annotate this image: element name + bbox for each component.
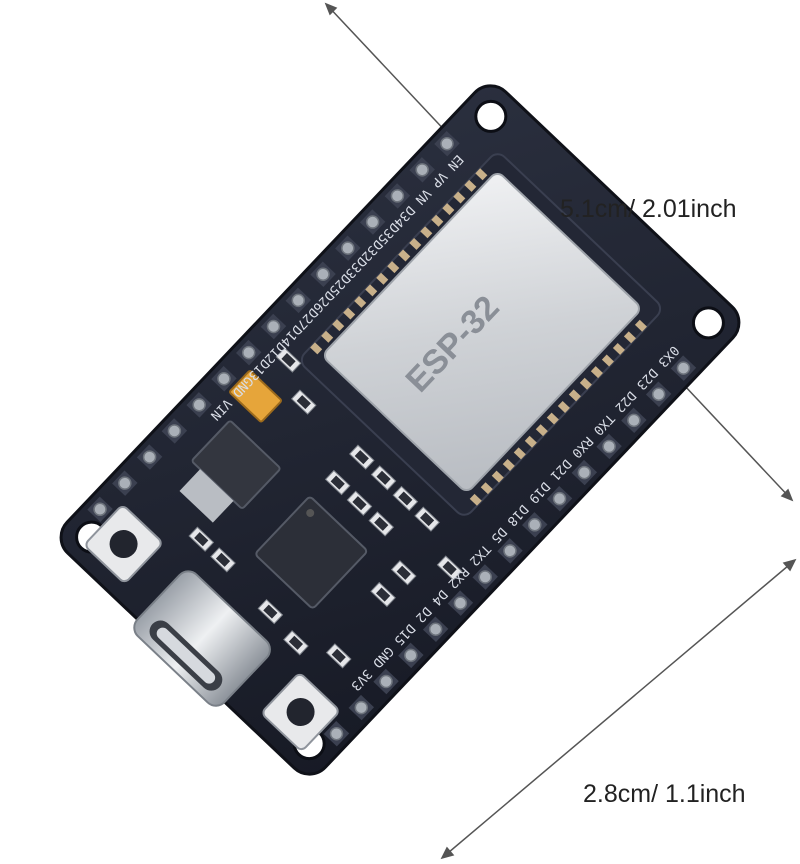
header-pin (645, 381, 672, 407)
header-pin (409, 157, 435, 183)
smd-component (368, 511, 395, 537)
width-dimension-line (440, 558, 797, 860)
smd-component (436, 555, 463, 581)
header-pin (546, 485, 573, 512)
boot-button[interactable] (84, 504, 163, 583)
smd-component (348, 444, 375, 470)
castellation-pad (491, 470, 504, 483)
header-pin (497, 538, 523, 564)
smd-component (324, 469, 351, 496)
header-pin (398, 642, 424, 669)
castellation-pad (480, 482, 493, 495)
header-pin (161, 418, 188, 444)
smd-component (325, 643, 352, 669)
castellation-pad (579, 377, 592, 390)
header-pin (260, 313, 287, 340)
header-pin (323, 720, 350, 747)
smd-component (275, 347, 302, 373)
castellation-pad (513, 447, 526, 460)
castellation-pad (601, 354, 614, 367)
castellation-pad (321, 330, 334, 343)
castellation-pad (469, 493, 482, 506)
header-pin (522, 512, 548, 538)
castellation-pad (343, 307, 356, 320)
smd-component (414, 506, 440, 532)
smd-component (188, 526, 215, 552)
castellation-pad (634, 319, 647, 332)
usb-c-connector (133, 570, 271, 707)
length-label: 5.1cm/ 2.01inch (560, 195, 737, 223)
castellation-pad (409, 237, 422, 250)
esp32-module: ESP-32 (300, 153, 662, 516)
tantalum-capacitor (229, 370, 282, 423)
header-pin (621, 407, 647, 434)
header-pin (211, 366, 237, 392)
header-pin (186, 392, 212, 418)
smd-component (370, 465, 397, 491)
header-pin (112, 470, 138, 496)
header-pin (310, 261, 336, 287)
castellation-pad (612, 342, 625, 355)
smd-component (290, 389, 317, 415)
smd-component (392, 485, 419, 512)
header-pin (87, 496, 113, 523)
castellation-pad (546, 412, 559, 425)
castellation-pad (376, 272, 389, 285)
smd-components (188, 347, 463, 669)
castellation-pad (354, 295, 367, 308)
header-pin (571, 459, 598, 486)
header-pin (384, 183, 411, 209)
header-pin (136, 444, 163, 470)
castellation-pad (590, 366, 603, 379)
castellation-pad (332, 319, 345, 332)
castellation-pad (535, 424, 548, 437)
en-button[interactable] (261, 672, 340, 751)
header-pin (422, 616, 449, 642)
header-pin (359, 209, 386, 235)
header-pin (335, 235, 361, 261)
header-pin (670, 355, 697, 381)
castellation-pad (475, 168, 488, 181)
smd-component (210, 547, 236, 573)
castellation-pad (464, 179, 477, 192)
castellation-pad (557, 400, 570, 413)
smd-component (283, 630, 309, 656)
castellation-pad (453, 191, 466, 204)
smd-component (390, 560, 417, 586)
castellation-pad (365, 284, 378, 297)
header-pin (472, 564, 498, 590)
castellation-pad (420, 226, 433, 239)
castellation-pad (431, 214, 444, 227)
header-pin (447, 590, 474, 616)
castellation-pad (398, 249, 411, 262)
header-pins-left (87, 130, 460, 523)
header-pin (434, 130, 460, 157)
smd-component (346, 490, 373, 516)
castellation-pad (623, 331, 636, 344)
width-label: 2.8cm/ 1.1inch (583, 780, 746, 808)
usb-uart-chip (255, 496, 368, 609)
rf-shield (323, 172, 640, 492)
castellation-pad (568, 389, 581, 402)
castellation-pad (310, 342, 323, 355)
header-pin (285, 287, 312, 314)
header-pin (235, 339, 262, 366)
castellation-pad (502, 459, 515, 471)
castellation-pad (387, 261, 400, 274)
header-pin (373, 668, 399, 695)
header-pins-right (323, 355, 697, 747)
voltage-regulator (179, 420, 281, 523)
smd-component (257, 599, 284, 625)
smd-component (370, 581, 396, 608)
header-pin (348, 694, 375, 721)
castellation-pad (524, 435, 537, 448)
castellation-pad (442, 203, 455, 216)
header-pin (596, 433, 622, 460)
